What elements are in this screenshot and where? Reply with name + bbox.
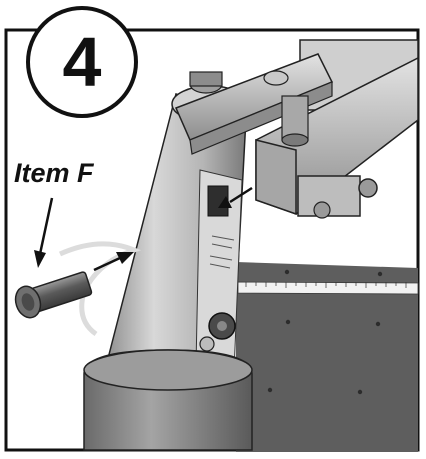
- clamp-post: [281, 95, 309, 141]
- column-label-lines: [209, 235, 235, 269]
- column-knob-center: [217, 321, 227, 331]
- pointer-arrow-to-slot: [218, 186, 253, 208]
- table-top: [236, 262, 418, 452]
- arm-knob: [358, 178, 378, 198]
- ruler-ticks: [245, 282, 407, 288]
- pointer-arrow-to-column: [93, 252, 134, 272]
- step-number-badge: [26, 6, 138, 118]
- column-base-top: [83, 349, 253, 391]
- column-top-post: [189, 71, 223, 87]
- clamp-post-end: [281, 133, 309, 147]
- table-holes: [267, 269, 383, 395]
- arm-knob-2: [313, 201, 331, 219]
- item-label: Item F: [14, 158, 94, 188]
- pointer-arrow: [34, 197, 54, 268]
- arm-tube-end: [255, 139, 297, 216]
- ruler-strip: [237, 281, 419, 295]
- bolt-icon: [14, 271, 93, 319]
- column-screw: [199, 336, 215, 352]
- clamp-bolt-head: [263, 70, 289, 86]
